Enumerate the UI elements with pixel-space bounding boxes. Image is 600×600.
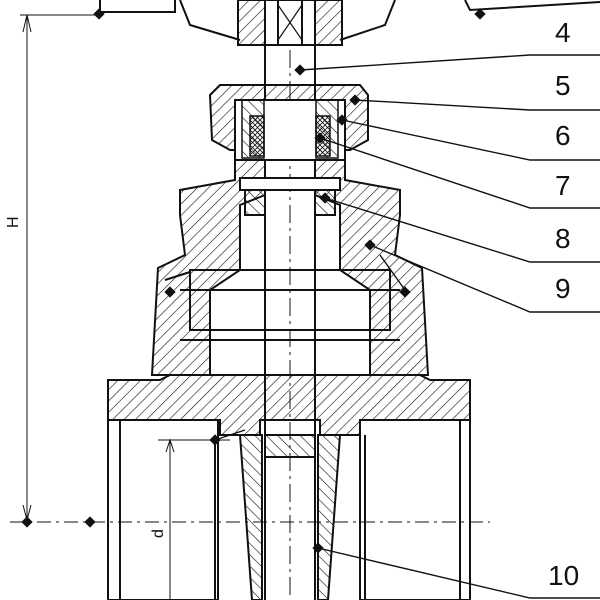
diameter-dimension-label: d	[150, 529, 167, 538]
callout-6: 6	[555, 120, 571, 151]
bonnet-cavity	[164, 269, 400, 341]
callout-4: 4	[555, 17, 571, 48]
leader-lines	[214, 54, 600, 599]
dimension-lines	[10, 14, 490, 600]
callout-5: 5	[555, 70, 571, 101]
callout-7: 7	[555, 170, 571, 201]
bonnet	[150, 159, 430, 376]
wedge	[238, 434, 342, 600]
handwheel	[99, 0, 600, 41]
callout-8: 8	[555, 223, 571, 254]
valve-body	[107, 374, 471, 600]
height-dimension-label: H	[5, 216, 22, 228]
callout-10: 10	[548, 560, 579, 591]
callout-9: 9	[555, 273, 571, 304]
stem-nut	[237, 0, 343, 46]
